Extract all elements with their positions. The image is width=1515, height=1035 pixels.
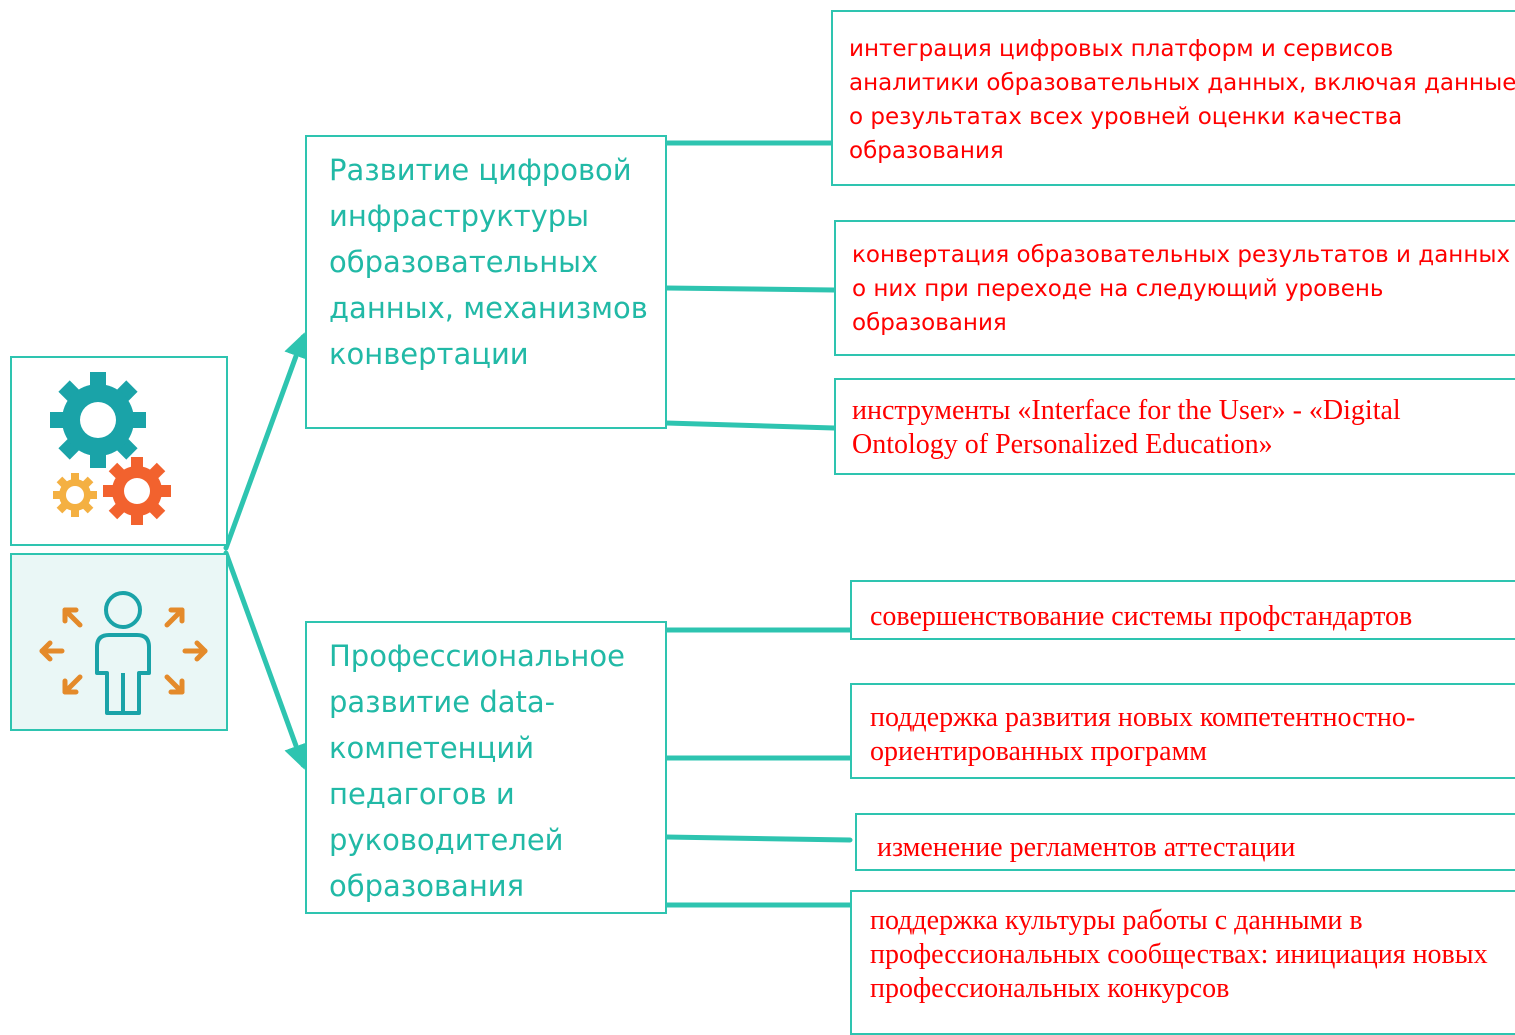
subnode-results-conversion: конвертация образовательных результатов … — [834, 220, 1515, 356]
node-label: Профессиональное развитие data-компетенц… — [329, 639, 625, 903]
arrow-to-digital-infrastructure — [223, 332, 308, 551]
connector-professional-3 — [663, 834, 853, 843]
subnode-label: инструменты «Interface for the User» - «… — [852, 395, 1401, 460]
person-arrows-icon — [39, 591, 208, 715]
subnode-platform-integration: интеграция цифровых платформ и сервисов … — [831, 10, 1515, 186]
person-arrows-icon-box — [10, 553, 228, 731]
node-digital-infrastructure: Развитие цифровой инфраструктуры образов… — [305, 135, 667, 429]
gears-icon — [50, 372, 171, 525]
subnode-data-culture: поддержка культуры работы с данными в пр… — [850, 890, 1515, 1035]
subnode-competence-programs: поддержка развития новых компетентностно… — [850, 683, 1515, 779]
subnode-label: поддержка культуры работы с данными в пр… — [870, 905, 1488, 1004]
connector-digital-2 — [663, 285, 837, 293]
subnode-label: изменение регламентов аттестации — [877, 832, 1296, 863]
subnode-interface-tools: инструменты «Interface for the User» - «… — [834, 378, 1515, 475]
subnode-label: конвертация образовательных результатов … — [852, 242, 1511, 336]
subnode-attestation-rules: изменение регламентов аттестации — [855, 813, 1515, 871]
arrow-to-professional-development — [223, 550, 308, 770]
subnode-label: совершенствование системы профстандартов — [870, 601, 1413, 632]
node-label: Развитие цифровой инфраструктуры образов… — [329, 153, 648, 371]
subnode-label: поддержка развития новых компетентностно… — [870, 702, 1416, 767]
node-professional-development: Профессиональное развитие data-компетенц… — [305, 621, 667, 914]
gears-icon-box — [10, 356, 228, 546]
subnode-professional-standards: совершенствование системы профстандартов — [850, 580, 1515, 640]
subnode-label: интеграция цифровых платформ и сервисов … — [849, 36, 1515, 164]
connector-digital-3 — [663, 420, 837, 431]
